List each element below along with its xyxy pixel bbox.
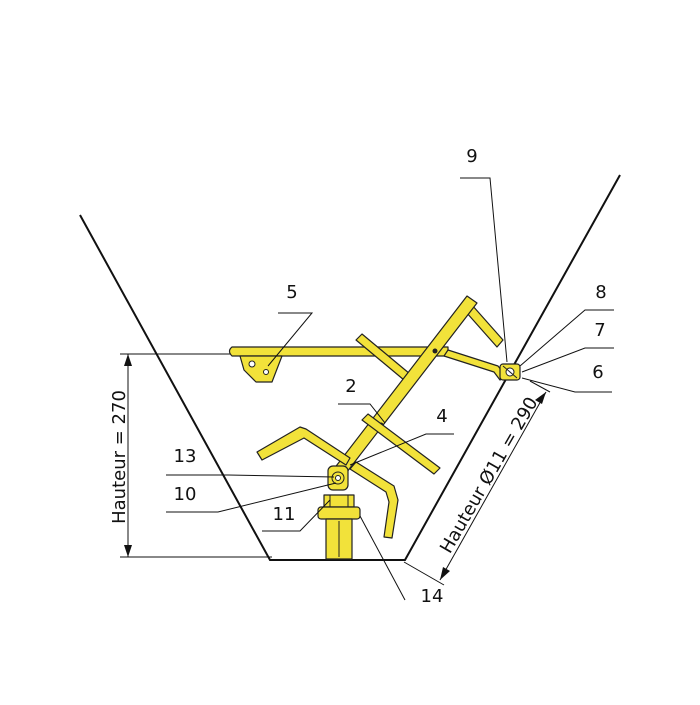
pivot-joint	[327, 465, 349, 491]
leader-13	[166, 474, 335, 478]
callout-11: 11	[273, 504, 296, 525]
horizontal-arm	[228, 346, 449, 357]
leader-8	[519, 309, 614, 367]
clamp-nut	[317, 506, 361, 520]
leader-11	[262, 499, 331, 532]
callout-9: 9	[466, 146, 477, 167]
leader-2	[338, 403, 386, 424]
leader-4	[349, 433, 454, 466]
lower-curved-arm	[349, 461, 399, 539]
slant-dimension: Hauteur Ø11 = 290	[403, 380, 551, 586]
height-dimension: Hauteur = 270	[109, 353, 272, 558]
extension-line-lower	[403, 561, 445, 586]
wall-hinge	[499, 363, 521, 381]
support-post	[317, 494, 361, 560]
callout-14: 14	[421, 586, 444, 607]
callout-8: 8	[595, 282, 606, 303]
extension-line-upper	[529, 380, 551, 393]
rivet-2	[432, 348, 438, 354]
leader-6	[521, 377, 612, 393]
upper-cross-bar	[355, 333, 411, 381]
pivot-pin	[335, 475, 341, 481]
arrowhead-upper	[535, 392, 546, 404]
arrowhead-top	[124, 354, 132, 366]
callout-4: 4	[436, 406, 447, 427]
callout-6: 6	[592, 362, 603, 383]
bracket-hole	[248, 360, 256, 368]
arrowhead-lower	[440, 567, 450, 580]
upper-short-bar	[465, 304, 504, 348]
leader-lines	[166, 177, 614, 601]
callout-10: 10	[174, 484, 197, 505]
callout-labels: 5 9 8 7 6 2 4 13 10 11 14	[174, 146, 607, 607]
slant-dimension-line	[439, 391, 547, 581]
callout-13: 13	[174, 446, 197, 467]
leader-10	[166, 482, 337, 513]
bracket-hole-2	[263, 369, 269, 375]
height-dimension-label: Hauteur = 270	[109, 390, 130, 524]
bracket	[239, 355, 283, 383]
linkage-rod	[443, 349, 507, 381]
leader-7	[521, 347, 614, 373]
leader-14	[359, 515, 406, 601]
leader-5	[267, 312, 314, 367]
arrowhead-bottom	[124, 545, 132, 557]
callout-7: 7	[594, 320, 605, 341]
left-bent-arm	[256, 426, 351, 466]
hinge-detail	[502, 365, 518, 379]
mechanism	[228, 295, 521, 560]
leader-9	[460, 177, 508, 363]
callout-2: 2	[345, 376, 356, 397]
callout-5: 5	[286, 282, 297, 303]
